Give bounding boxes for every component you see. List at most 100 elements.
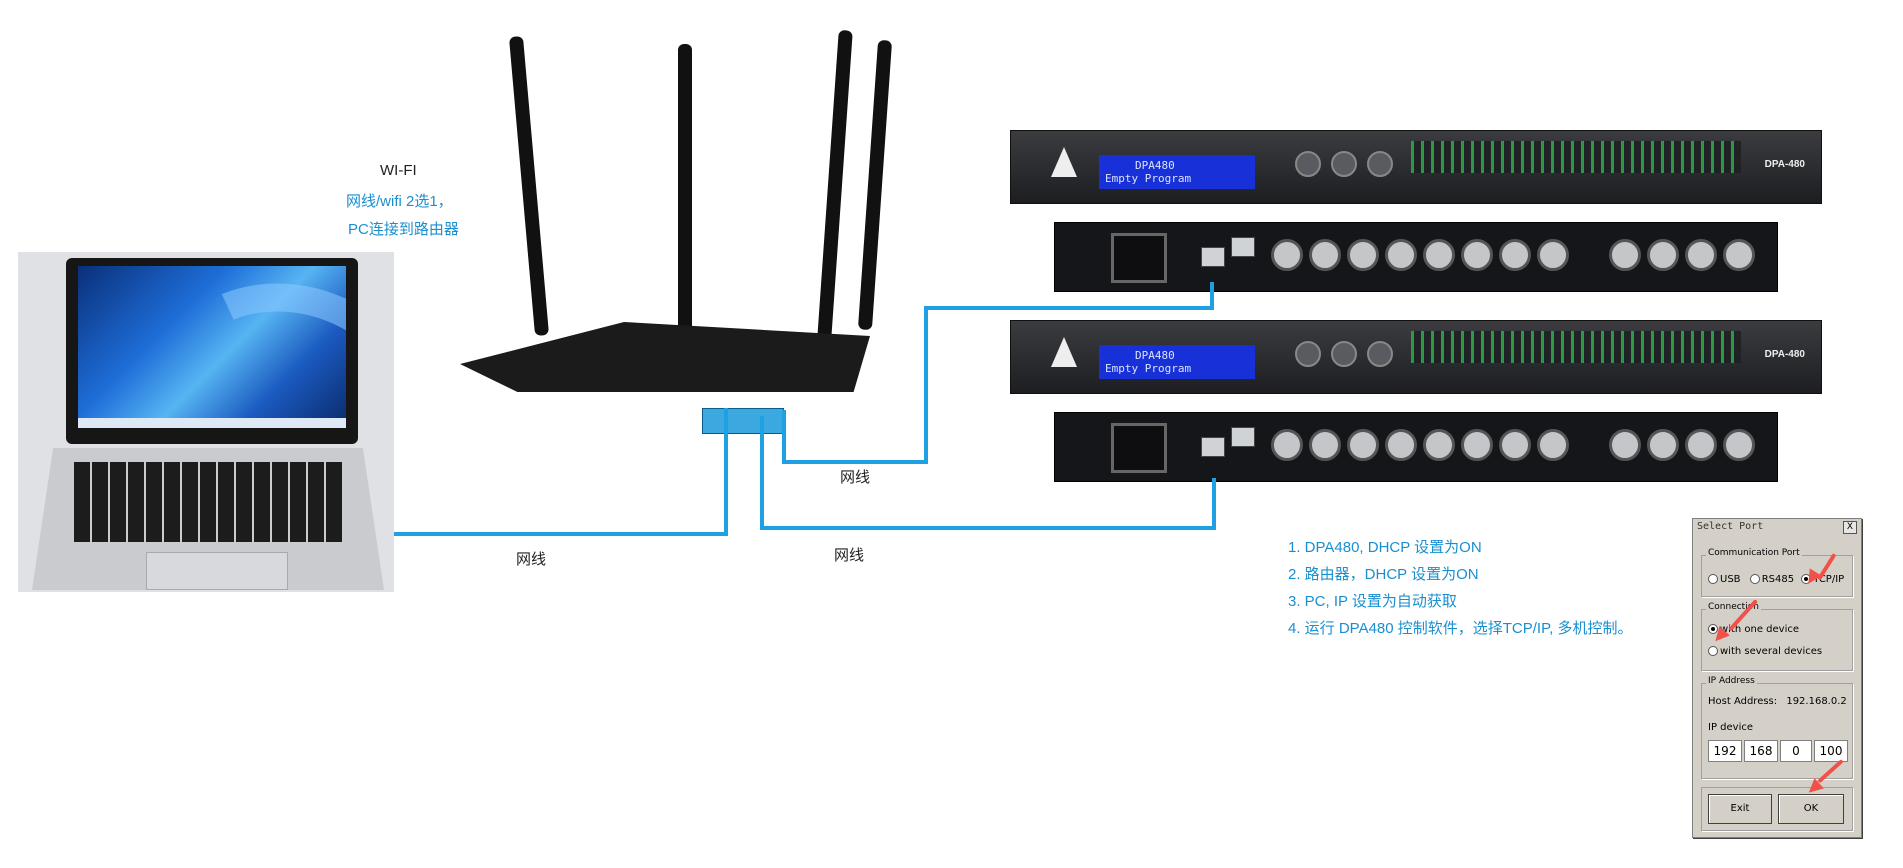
ip-octet-1[interactable]: 192 [1708, 740, 1742, 762]
knob [1295, 151, 1321, 177]
wifi-line1: 网线/wifi 2选1， [346, 193, 453, 210]
connection-group: Connection with one device with several … [1701, 602, 1853, 671]
xlr-output [1309, 239, 1341, 271]
group-title: Connection [1706, 602, 1761, 612]
ok-button[interactable]: OK [1778, 794, 1844, 824]
exit-button[interactable]: Exit [1708, 794, 1772, 824]
level-meters [1411, 141, 1741, 173]
router-body [460, 322, 870, 392]
ip-octet-2[interactable]: 168 [1744, 740, 1778, 762]
antenna-3 [817, 29, 853, 341]
wifi-title: WI-FI [380, 162, 417, 179]
xlr-output [1385, 429, 1417, 461]
dialog-title: Select Port [1693, 519, 1861, 535]
ip-octet-3[interactable]: 0 [1780, 740, 1812, 762]
xlr-input [1609, 429, 1641, 461]
laptop-image [18, 252, 394, 592]
level-meters [1411, 331, 1741, 363]
lcd-line2: Empty Program [1105, 362, 1192, 375]
xlr-output [1271, 429, 1303, 461]
xlr-output [1499, 429, 1531, 461]
radio-tcpip[interactable] [1801, 574, 1812, 584]
communication-port-group: Communication Port USB RS485 TCP/IP [1701, 548, 1853, 597]
cable-dsp2 [760, 416, 764, 530]
xlr-input [1647, 429, 1679, 461]
xlr-output [1461, 239, 1493, 271]
knob [1331, 151, 1357, 177]
group-title: Communication Port [1706, 548, 1802, 558]
xlr-output [1499, 239, 1531, 271]
keyboard [74, 462, 344, 542]
rs485-port [1231, 427, 1255, 447]
xlr-output [1347, 239, 1379, 271]
xlr-input [1647, 239, 1679, 271]
cable-dsp1 [924, 306, 928, 464]
xlr-output [1347, 429, 1379, 461]
group-title: IP Address [1706, 676, 1757, 686]
dsp-lcd-1: DPA480 Empty Program [1099, 155, 1255, 189]
knob [1295, 341, 1321, 367]
knob [1367, 151, 1393, 177]
lcd-line1: DPA480 [1135, 349, 1175, 362]
note-1: 1. DPA480, DHCP 设置为ON [1288, 539, 1482, 556]
cable-dsp1 [782, 410, 786, 464]
xlr-output [1461, 429, 1493, 461]
router-image [450, 29, 893, 434]
rs485-port [1231, 237, 1255, 257]
note-2: 2. 路由器，DHCP 设置为ON [1288, 566, 1479, 583]
xlr-output [1271, 239, 1303, 271]
xlr-output [1423, 239, 1455, 271]
rs485-label: RS485 [1761, 574, 1795, 585]
cable-pc [394, 532, 728, 536]
cable-dsp1 [924, 306, 1214, 310]
antenna-1 [508, 35, 550, 337]
dsp-rear-2 [1054, 412, 1778, 482]
dsp-front-2: DPA480 Empty Program DPA-480 [1010, 320, 1822, 394]
button-group: Exit OK [1701, 787, 1853, 831]
ip-device-label: IP device [1708, 722, 1754, 733]
xlr-output [1309, 429, 1341, 461]
xlr-input [1723, 239, 1755, 271]
radio-usb[interactable] [1708, 574, 1718, 584]
xlr-input [1685, 429, 1717, 461]
dsp-model-1: DPA-480 [1764, 159, 1805, 170]
cable-dsp1-label: 网线 [840, 469, 871, 486]
dsp-model-2: DPA-480 [1764, 349, 1805, 360]
dsp-rear-1 [1054, 222, 1778, 292]
touchpad [146, 552, 288, 590]
note-4: 4. 运行 DPA480 控制软件，选择TCP/IP, 多机控制。 [1288, 620, 1633, 637]
power-inlet [1111, 423, 1167, 473]
xlr-input [1723, 429, 1755, 461]
dsp-lcd-2: DPA480 Empty Program [1099, 345, 1255, 379]
host-address-value: 192.168.0.2 [1786, 696, 1847, 707]
usb-label: USB [1720, 574, 1741, 585]
antenna-4 [857, 39, 893, 331]
xlr-input [1609, 239, 1641, 271]
cable-pc [724, 408, 728, 536]
xlr-output [1385, 239, 1417, 271]
setup-notes: 1. DPA480, DHCP 设置为ON 2. 路由器，DHCP 设置为ON … [1288, 534, 1633, 642]
rj45-port [1201, 247, 1225, 267]
radio-several-devices[interactable] [1708, 646, 1718, 656]
xlr-output [1537, 429, 1569, 461]
power-inlet [1111, 233, 1167, 283]
radio-rs485[interactable] [1749, 574, 1760, 584]
one-device-label: with one device [1720, 624, 1800, 635]
xlr-output [1423, 429, 1455, 461]
ip-address-group: IP Address Host Address: 192.168.0.2 IP … [1701, 676, 1853, 779]
brand-logo [1051, 147, 1077, 177]
tcpip-label: TCP/IP [1813, 574, 1845, 585]
select-port-dialog: Select Port X Communication Port USB RS4… [1692, 518, 1862, 838]
cable-dsp1 [782, 460, 928, 464]
cable-dsp2-label: 网线 [834, 547, 865, 564]
note-3: 3. PC, IP 设置为自动获取 [1288, 593, 1457, 610]
rj45-port [1201, 437, 1225, 457]
cable-dsp1 [1210, 282, 1214, 310]
radio-one-device[interactable] [1708, 624, 1718, 634]
ip-octet-4[interactable]: 100 [1814, 740, 1848, 762]
knob [1367, 341, 1393, 367]
wifi-line2: PC连接到路由器 [348, 221, 459, 238]
close-icon[interactable]: X [1843, 521, 1857, 534]
brand-logo [1051, 337, 1077, 367]
router-lan-ports [702, 408, 784, 434]
